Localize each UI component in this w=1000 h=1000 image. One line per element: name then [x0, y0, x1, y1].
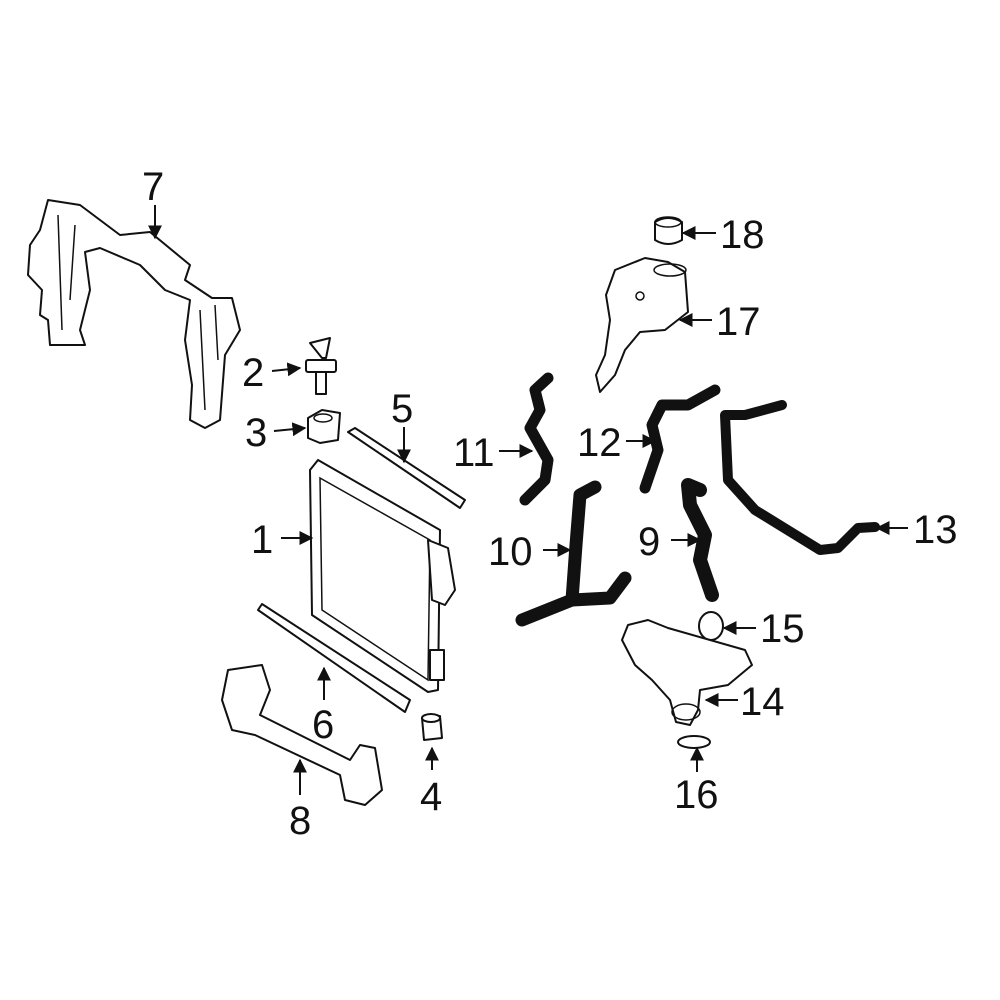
part-7-air-guide[interactable] [27, 199, 241, 429]
part-15-oring[interactable] [698, 611, 724, 641]
callout-7: 7 [142, 165, 164, 209]
part-2-clip[interactable] [305, 337, 337, 395]
callout-1: 1 [251, 518, 273, 562]
callout-10: 10 [488, 530, 533, 574]
leader-lines [148, 205, 908, 795]
part-13-hose[interactable] [720, 400, 880, 555]
callout-labels: 7 2 3 5 1 6 4 8 11 12 10 9 13 15 14 16 1… [142, 165, 958, 843]
callout-5: 5 [391, 387, 413, 431]
part-11-hose[interactable] [519, 372, 554, 506]
callout-2: 2 [242, 351, 264, 395]
callout-18: 18 [720, 213, 765, 257]
callout-16: 16 [674, 773, 719, 817]
part-17-reservoir[interactable] [595, 257, 689, 393]
callout-15: 15 [760, 607, 805, 651]
callout-14: 14 [740, 680, 785, 724]
part-6-seal[interactable] [257, 603, 411, 713]
callout-4: 4 [420, 775, 442, 819]
callout-12: 12 [577, 421, 622, 465]
callout-3: 3 [245, 411, 267, 455]
callout-8: 8 [289, 799, 311, 843]
callout-6: 6 [312, 703, 334, 747]
part-10-hose-highlighted[interactable] [515, 480, 632, 627]
part-14-housing[interactable] [621, 619, 753, 726]
part-8-lower-guide[interactable] [221, 664, 383, 806]
callout-13: 13 [913, 508, 958, 552]
part-12-hose[interactable] [639, 384, 721, 494]
part-16-gasket[interactable] [677, 735, 711, 749]
part-5-seal[interactable] [347, 427, 466, 509]
callout-11: 11 [453, 431, 495, 475]
part-4-mount[interactable] [421, 713, 443, 741]
part-18-cap[interactable] [654, 216, 683, 245]
callout-9: 9 [638, 520, 660, 564]
callout-17: 17 [716, 300, 761, 344]
part-3-bushing[interactable] [307, 409, 341, 444]
part-1-radiator[interactable] [309, 459, 456, 693]
part-9-hose[interactable] [681, 478, 719, 602]
